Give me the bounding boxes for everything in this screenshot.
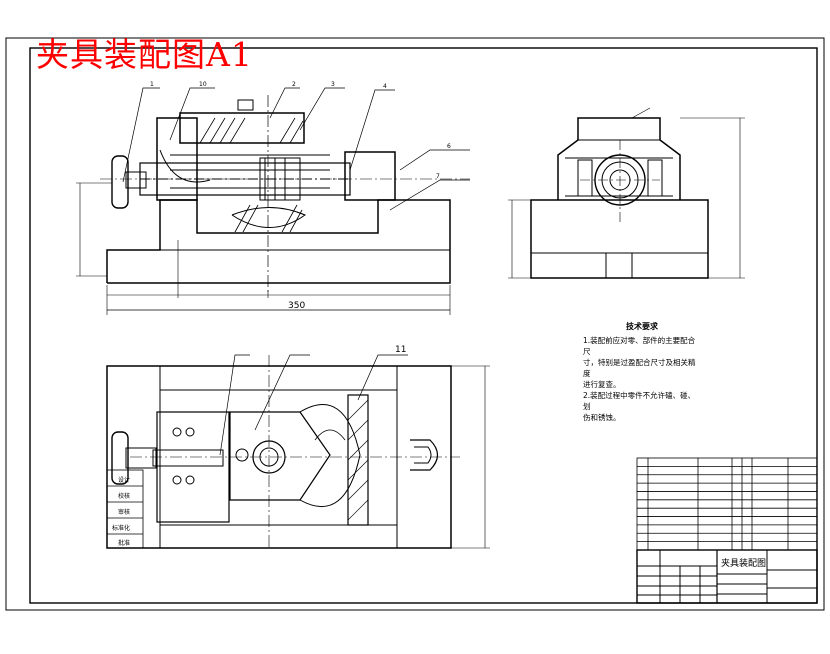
inner-frame xyxy=(29,47,818,604)
balloon-11: 11 xyxy=(395,345,406,355)
side-table-row-2: 校核 xyxy=(118,492,130,500)
tech-requirements-line-4: 2.装配过程中零件不允许磕、碰、划 xyxy=(583,391,696,411)
tech-requirements-heading: 技术要求 xyxy=(626,322,658,331)
balloon-1: 1 xyxy=(150,81,154,88)
bom-table xyxy=(636,457,818,551)
title-block: 夹具装配图 xyxy=(636,549,818,604)
side-view xyxy=(508,107,745,279)
outer-frame xyxy=(5,37,825,611)
balloon-6: 6 xyxy=(447,143,451,150)
tech-requirements-line-5: 伤和锈蚀。 xyxy=(583,413,621,422)
tech-requirements-line-2: 寸，特别是过盈配合尺寸及相关精度 xyxy=(583,358,696,378)
balloon-10: 10 xyxy=(199,81,207,88)
balloon-7: 7 xyxy=(436,173,440,180)
balloon-4: 4 xyxy=(383,83,387,90)
side-table-row-1: 设计 xyxy=(118,476,130,484)
balloon-3: 3 xyxy=(331,81,335,88)
side-table-row-4: 标准化 xyxy=(112,524,130,532)
side-table: 设计 校核 审核 标准化 批准 xyxy=(106,469,144,549)
tech-requirements-line-1: 1.装配前应对零、部件的主要配合尺 xyxy=(583,336,696,356)
title-block-name: 夹具装配图 xyxy=(721,557,766,569)
front-view: 350 1 10 2 3 4 6 7 xyxy=(76,81,470,315)
side-table-row-3: 审核 xyxy=(118,508,130,516)
side-table-row-5: 批准 xyxy=(118,539,130,547)
balloon-2: 2 xyxy=(292,81,296,88)
dim-350: 350 xyxy=(288,301,305,311)
top-view: 11 xyxy=(106,345,490,549)
drawing-title: 夹具装配图A1 xyxy=(36,35,253,74)
tech-requirements: 技术要求 1.装配前应对零、部件的主要配合尺 寸，特别是过盈配合尺寸及相关精度 … xyxy=(583,321,701,423)
tech-requirements-line-3: 进行复查。 xyxy=(583,380,621,389)
